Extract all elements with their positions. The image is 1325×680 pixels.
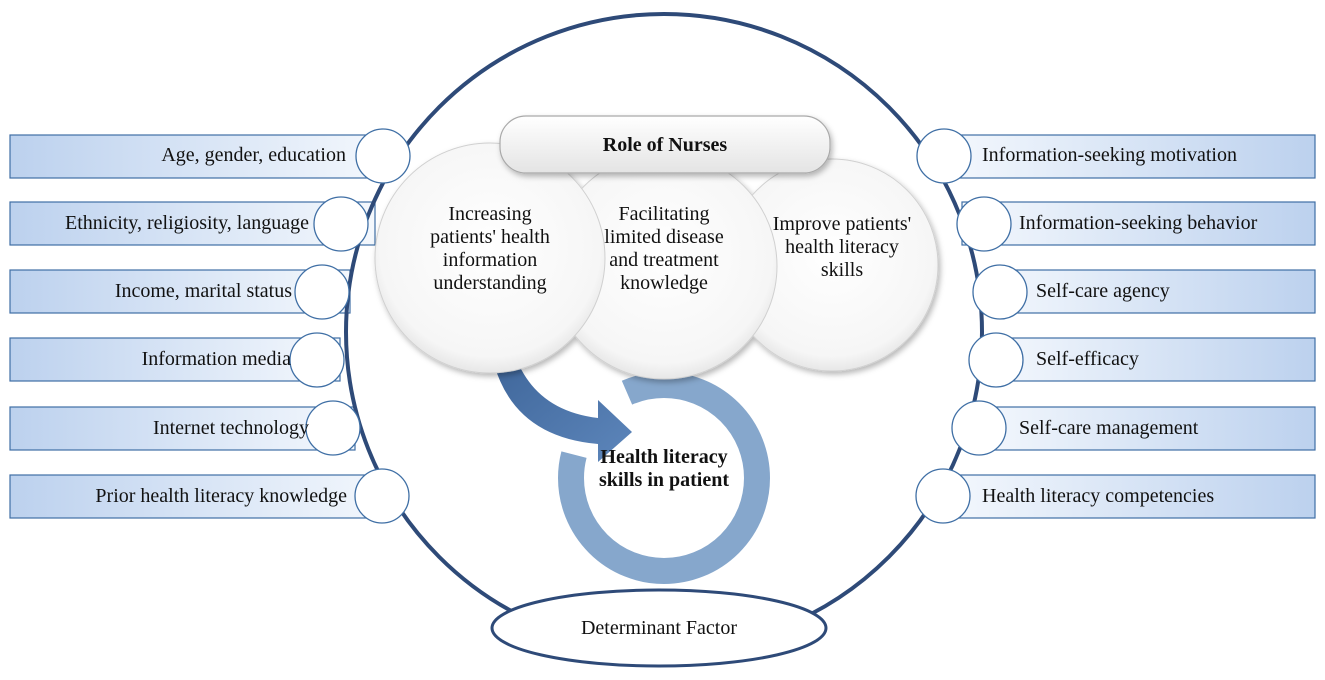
right-connector-3 — [972, 264, 1028, 320]
left-connector-1 — [355, 128, 411, 184]
role-text-right: Improve patients' health literacy skills — [772, 213, 912, 281]
right-factor-label-6: Health literacy competencies — [982, 485, 1215, 507]
role-text-left: Increasing patients' health information … — [430, 203, 550, 294]
outcome-donut — [558, 372, 770, 584]
right-factor-box-1 — [944, 134, 1316, 179]
right-connector-6 — [915, 468, 971, 524]
left-connector-5 — [305, 400, 361, 456]
role-pill — [499, 115, 831, 174]
right-factor-boxes — [944, 134, 1316, 519]
right-factor-label-1: Information-seeking motivation — [982, 144, 1237, 166]
left-connector-4 — [289, 332, 345, 388]
left-factor-label-3: Income, marital status — [114, 280, 292, 302]
right-factor-box-4 — [989, 337, 1316, 382]
curved-arrow — [490, 346, 632, 462]
right-connector-circles — [915, 128, 1028, 524]
right-connector-5 — [951, 400, 1007, 456]
role-text-middle: Facilitating limited disease and treatme… — [604, 203, 724, 294]
right-connector-4 — [968, 332, 1024, 388]
left-factor-label-2: Ethnicity, religiosity, language — [64, 212, 309, 234]
right-connector-1 — [916, 128, 972, 184]
role-title: Role of Nurses — [602, 134, 728, 156]
left-factor-box-1 — [9, 134, 391, 179]
right-factor-label-3: Self-care agency — [1036, 280, 1170, 302]
left-connector-circles — [289, 128, 411, 524]
right-factor-label-4: Self-efficacy — [1036, 348, 1139, 370]
determinant-label: Determinant Factor — [580, 617, 738, 639]
left-factor-label-4: Information media — [141, 348, 291, 370]
right-factor-box-6 — [944, 474, 1316, 519]
left-factor-label-6: Prior health literacy knowledge — [95, 485, 347, 507]
right-factor-box-5 — [974, 406, 1316, 451]
left-factor-box-5 — [9, 406, 356, 451]
left-factor-box-4 — [9, 337, 341, 382]
left-factor-box-3 — [9, 269, 351, 314]
right-factor-label-5: Self-care management — [1019, 417, 1199, 439]
outcome-text: Health literacy skills in patient — [598, 446, 730, 491]
left-factor-boxes — [9, 134, 396, 519]
role-bubbles — [374, 142, 939, 380]
role-bubble-left — [374, 142, 606, 374]
left-connector-3 — [294, 264, 350, 320]
right-factor-label-2: Information-seeking behavior — [1019, 212, 1258, 234]
left-connector-6 — [354, 468, 410, 524]
left-factor-box-6 — [9, 474, 396, 519]
left-connector-2 — [313, 196, 369, 252]
left-factor-label-5: Internet technology — [152, 417, 309, 439]
right-connector-2 — [956, 196, 1012, 252]
determinant-ellipse — [490, 588, 828, 668]
left-factor-label-1: Age, gender, education — [161, 144, 346, 166]
